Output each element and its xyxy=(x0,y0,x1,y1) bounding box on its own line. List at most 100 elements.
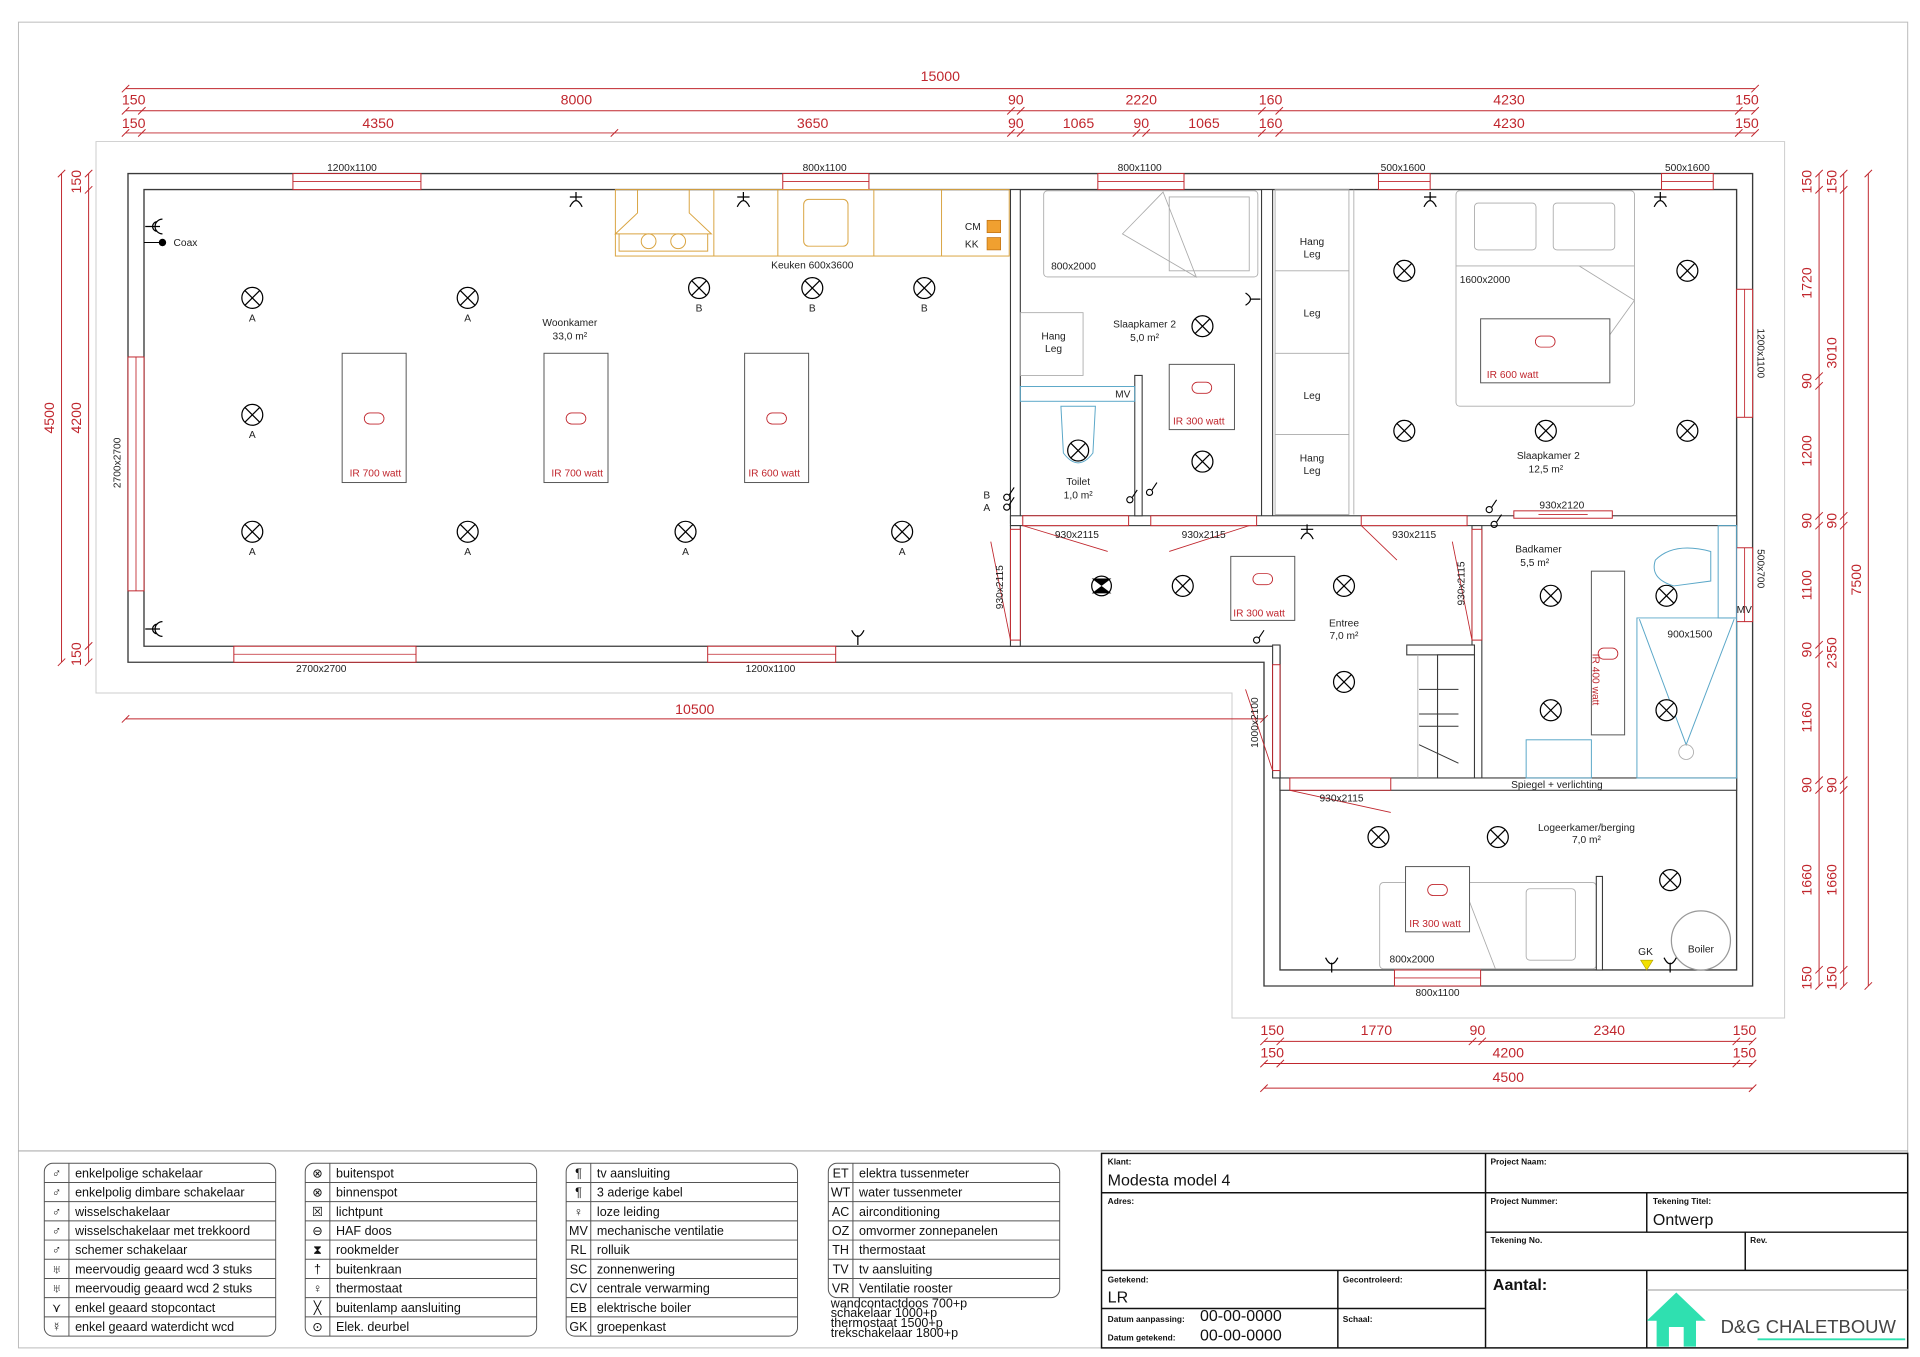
legend-col2: ⊗buitenspot⊗binnenspot☒lichtpunt⊖HAF doo… xyxy=(304,1162,538,1337)
ceiling-light-icon xyxy=(1655,584,1678,607)
schaal-label: Schaal: xyxy=(1343,1314,1373,1324)
dimension-label: 150 xyxy=(1735,115,1759,131)
dimension-label: 1065 xyxy=(1063,115,1095,131)
legend-label: thermostaat xyxy=(336,1282,403,1296)
dimension-label: 160 xyxy=(1259,115,1283,131)
window: 2700x2700 xyxy=(233,645,417,675)
infrared-panel: IR 700 watt xyxy=(543,352,609,484)
window-size-label: 500x1600 xyxy=(1665,163,1710,174)
ceiling-light-icon: B xyxy=(688,276,711,314)
light-group-label: A xyxy=(249,430,256,441)
ceiling-light-icon xyxy=(1393,259,1416,282)
window: 500x1600 xyxy=(1377,163,1431,191)
legend-label: wisselschakelaar met trekkoord xyxy=(74,1224,250,1238)
dimension-label: 90 xyxy=(1133,115,1149,131)
room-area: 7,0 m² xyxy=(1572,835,1602,846)
infrared-panel: IR 400 watt xyxy=(1590,570,1626,736)
room-area: 12,5 m² xyxy=(1529,465,1564,476)
tekening-titel-value: Ontwerp xyxy=(1653,1212,1714,1229)
door: 1000x2100 xyxy=(1245,664,1281,772)
dimension-label: 1660 xyxy=(1823,864,1839,896)
legend-label: binnenspot xyxy=(336,1186,398,1200)
datum-aanpassing-value: 00-00-0000 xyxy=(1200,1308,1282,1325)
dimension-label: 90 xyxy=(1469,1022,1485,1038)
adres-label: Adres: xyxy=(1108,1196,1134,1206)
dimension-label: 4230 xyxy=(1493,115,1525,131)
dimension-label: 150 xyxy=(68,642,84,666)
legend-label: lichtpunt xyxy=(336,1205,383,1219)
legend-row: ⊖HAF doos xyxy=(312,1224,392,1238)
legend-row: ⊗buitenspot xyxy=(312,1166,394,1180)
window: 800x1100 xyxy=(1393,969,1482,999)
light-group-label: A xyxy=(249,313,256,324)
room-name: Slaapkamer 2 xyxy=(1113,319,1176,330)
room-name: Toilet xyxy=(1066,477,1090,488)
legend-code: RL xyxy=(570,1243,586,1257)
door-size-label: 930x2115 xyxy=(1457,561,1468,605)
legend-note: trekschakelaar 1800+p xyxy=(831,1326,958,1340)
legend-label: elektrische boiler xyxy=(597,1301,691,1315)
ceiling-light-icon: A xyxy=(674,520,697,558)
legend-row: ♅meervoudig geaard wcd 2 stuks xyxy=(52,1282,252,1296)
range-hood-icon xyxy=(614,189,713,252)
bed-small-label: 800x2000 xyxy=(1051,262,1096,273)
dimension-label: 150 xyxy=(122,92,146,108)
window-size-label: 2700x2700 xyxy=(113,437,124,488)
infrared-panel: IR 600 watt xyxy=(1480,318,1611,384)
door-size-label: 930x2115 xyxy=(1182,530,1226,541)
door: 930x2115 xyxy=(1360,515,1468,561)
legend-row: ⊗binnenspot xyxy=(312,1186,398,1200)
dimension-label: 90 xyxy=(1823,513,1839,529)
switch-icon xyxy=(1126,496,1134,504)
legend-symbol-icon: ♀ xyxy=(574,1205,583,1219)
infrared-panel: IR 600 watt xyxy=(744,352,810,484)
aantal-label: Aantal: xyxy=(1493,1277,1547,1294)
legend-label: enkelpolige schakelaar xyxy=(75,1166,203,1180)
wardrobe-label: Leg xyxy=(1303,308,1320,319)
legend-notes: wandcontactdoos 700+p schakelaar 1000+p … xyxy=(830,1296,967,1340)
rev-label: Rev. xyxy=(1750,1235,1767,1245)
bed-double-label: 1600x2000 xyxy=(1460,275,1511,286)
door-size-label: 930x2115 xyxy=(995,565,1006,609)
dimension-label: 4200 xyxy=(68,402,84,434)
tekening-titel-label: Tekening Titel: xyxy=(1653,1196,1711,1206)
legend-label: schemer schakelaar xyxy=(75,1243,187,1257)
legend-row: ♂wisselschakelaar xyxy=(52,1205,170,1219)
boiler-icon xyxy=(1670,910,1732,971)
legend-symbol-icon: ♅ xyxy=(52,1262,61,1276)
legend-col1: ♂enkelpolige schakelaar♂enkelpolig dimba… xyxy=(43,1162,277,1337)
legend-code: OZ xyxy=(832,1224,850,1238)
legend-row: ♂enkelpolige schakelaar xyxy=(52,1166,203,1180)
haf-box-icon xyxy=(565,412,587,425)
dimension-chain: 7500 xyxy=(1848,169,1873,991)
legend-code: VR xyxy=(832,1282,849,1296)
door-size-label: 930x2120 xyxy=(1539,500,1584,511)
ceiling-light-icon xyxy=(1539,584,1562,607)
ceiling-light-icon: A xyxy=(241,286,264,324)
sink-icon xyxy=(803,198,849,247)
wardrobe-label: Leg xyxy=(1303,466,1320,477)
ceiling-light-icon: A xyxy=(241,403,264,441)
legend-label: centrale verwarming xyxy=(597,1282,710,1296)
furniture: 800x2000 Hang Leg Hang Leg Leg Leg Hang … xyxy=(1019,189,1752,971)
door: 930x2115 xyxy=(990,528,1021,641)
tekening-no-label: Tekening No. xyxy=(1490,1235,1542,1245)
room-name: Woonkamer xyxy=(542,318,597,329)
gk-label: GK xyxy=(1638,947,1653,958)
getekend-value: LR xyxy=(1108,1289,1128,1306)
ceiling-light-icon xyxy=(1676,419,1699,442)
window: 500x700 xyxy=(1736,547,1766,623)
title-block: Klant: Modesta model 4 Project Naam: Adr… xyxy=(1100,1152,1909,1349)
ceiling-light-icon xyxy=(1332,574,1356,598)
window: 800x1100 xyxy=(1097,163,1185,191)
ir-panel-label: IR 300 watt xyxy=(1173,417,1225,428)
double-socket-icon xyxy=(1324,957,1339,973)
wall-socket-icon xyxy=(569,192,583,208)
